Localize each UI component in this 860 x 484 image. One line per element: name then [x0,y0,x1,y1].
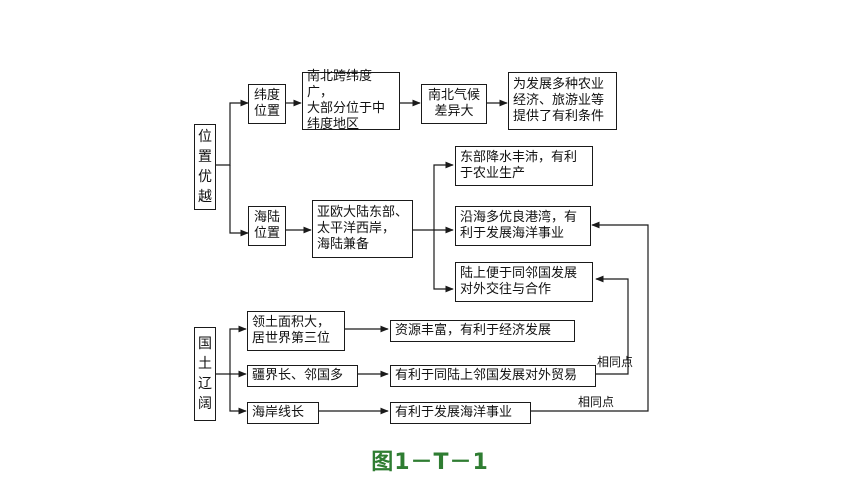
root-location-box: 位 置 优 越 [194,124,216,210]
sea-land-detail-box: 亚欧大陆东部、 太平洋西岸， 海陆兼备 [312,200,413,258]
same-point-label-2: 相同点 [578,395,615,409]
coast-long-box: 海岸线长 [247,402,319,424]
harbors-box: 沿海多优良港湾，有 利于发展海洋事业 [455,206,591,246]
root-territory-box: 国 土 辽 阔 [194,327,216,421]
lat-detail-box: 南北跨纬度广， 大部分位于中 纬度地区 [302,69,400,132]
agri-benefit-box: 为发展多种农业 经济、旅游业等 提供了有利条件 [508,72,617,130]
trade-benefit-box: 有利于同陆上邻国发展对外贸易 [390,365,596,387]
border-long-box: 疆界长、邻国多 [247,365,358,387]
land-neighbors-box: 陆上便于同邻国发展 对外交往与合作 [455,262,593,302]
lat-position-box: 纬度 位置 [248,84,286,124]
same-point-label-1: 相同点 [597,355,634,369]
climate-diff-box: 南北气候 差异大 [421,84,487,124]
east-rain-box: 东部降水丰沛，有利 于农业生产 [455,146,593,186]
ocean-benefit-box: 有利于发展海洋事业 [390,402,531,424]
figure-caption: 图1－T－1 [371,450,489,475]
resources-box: 资源丰富，有利于经济发展 [390,320,575,342]
area-large-box: 领土面积大， 居世界第三位 [247,311,345,351]
sea-land-position-box: 海陆 位置 [248,206,286,246]
